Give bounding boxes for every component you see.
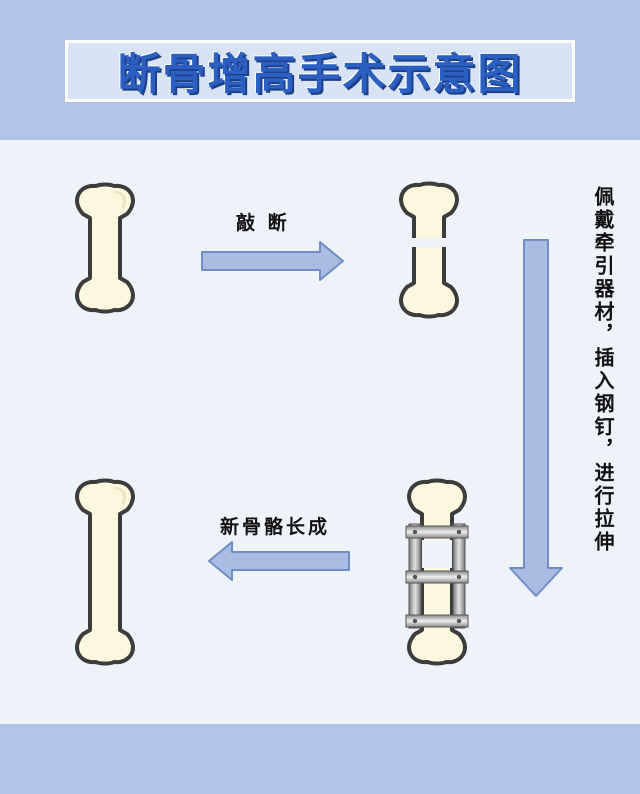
arrow-right-break — [201, 241, 344, 281]
bone-broken — [399, 181, 459, 319]
lengthening-gap — [422, 540, 452, 568]
page-title: 断骨增高手术示意图 — [117, 50, 523, 100]
step-stretch-label: 佩戴牵引器材，插入钢钉，进行拉伸 — [591, 186, 615, 554]
bone-intact — [75, 182, 135, 314]
step-grow-label: 新骨骼长成 — [220, 516, 331, 538]
bone-grown — [75, 478, 135, 666]
fracture-gap — [404, 238, 454, 247]
step-break-label: 敲 断 — [236, 212, 290, 234]
arrow-left-grow — [208, 541, 350, 581]
bone-with-traction-device — [405, 478, 469, 666]
title-banner: 断骨增高手术示意图 — [65, 40, 575, 102]
footer-band — [0, 724, 640, 794]
arrow-down-stretch — [509, 239, 563, 597]
